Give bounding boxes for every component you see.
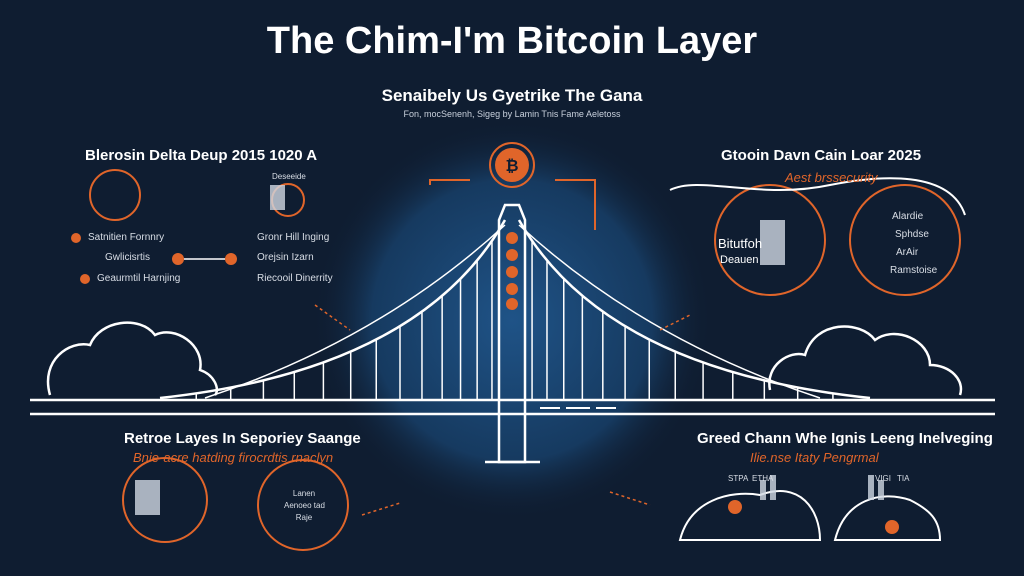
list-item: Riecooil Dinerrity: [257, 273, 333, 284]
bridge-deck: [30, 398, 995, 416]
label: Bitutfoh: [718, 236, 763, 251]
subtitle: Senaibely Us Gyetrike The Gana: [381, 86, 643, 105]
label: ETHA: [752, 474, 774, 483]
icon-label: Deseeide: [272, 172, 306, 181]
bottom-right-heading: Greed Chann Whe Ignis Leeng Inelveging: [697, 430, 993, 447]
list-item: Sphdse: [895, 229, 929, 240]
list-item: Satnitien Fornnry: [88, 232, 165, 243]
label: Lanen: [292, 489, 316, 498]
top-right-heading: Gtooin Davn Cain Loar 2025: [721, 147, 922, 164]
list-item: Orejsin Izarn: [257, 252, 314, 263]
cloud-right: [768, 325, 963, 396]
list-item: Alardie: [892, 211, 924, 222]
label: Deauen: [720, 254, 759, 266]
top-left-heading: Blerosin Delta Deup 2015 1020 A: [85, 147, 318, 164]
label: Aenoeo tad: [284, 501, 325, 510]
page-title: The Chim-I'm Bitcoin Layer: [266, 20, 758, 62]
bottom-right-tagline: Ilie.nse Itaty Pengrmal: [750, 450, 879, 465]
bottom-left-heading: Retroe Layes In Seporiey Saange: [124, 430, 361, 447]
list-item: ArAir: [896, 247, 919, 258]
bottom-left-tagline: Bnie-acre hatding firocrdtis rnaclyn: [133, 450, 334, 465]
bitcoin-icon: [489, 142, 535, 188]
list-item: Gwlicisrtis: [105, 252, 150, 263]
label: TIA: [897, 474, 910, 483]
svg-text:₿: ₿: [505, 157, 518, 175]
hangers: [195, 240, 834, 400]
cloud-left: [46, 321, 219, 396]
glow: [312, 120, 712, 520]
main-cable: [159, 219, 871, 400]
list-item: Gronr Hill Inging: [257, 232, 330, 243]
top-right-tagline: Aest brssecurity: [785, 170, 878, 185]
label: VIGI: [875, 474, 892, 483]
tagline: Fon, mocSenenh, Sigeg by Lamin Tnis Fame…: [403, 109, 621, 119]
label: Raje: [295, 513, 313, 522]
list-item: Ramstoise: [890, 265, 938, 276]
label: STPA: [728, 474, 749, 483]
list-item: Geaurmtil Harnjing: [97, 273, 181, 284]
